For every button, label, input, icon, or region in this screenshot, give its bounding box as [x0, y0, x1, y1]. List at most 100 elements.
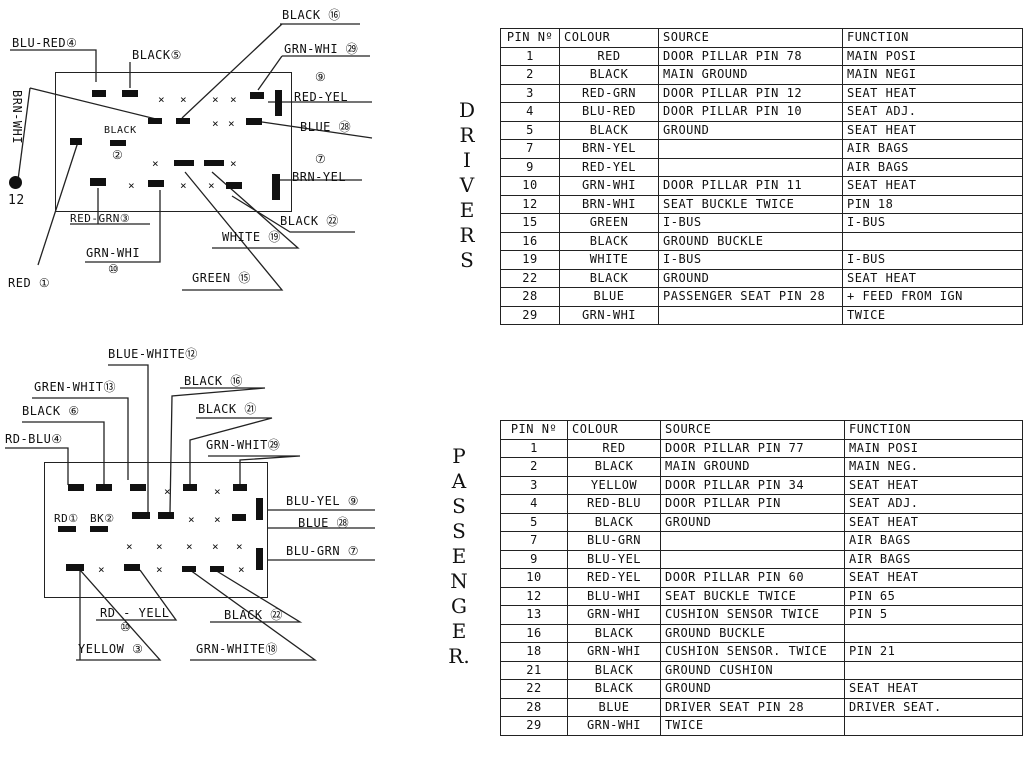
side-letter: E	[451, 619, 467, 643]
cell-colour: GRN-WHI	[567, 605, 661, 625]
cell-pin-no: 1	[500, 46, 560, 66]
drivers-connector-housing	[55, 72, 292, 212]
passenger-label-grn-whit-29: GRN-WHIT㉙	[206, 438, 281, 452]
passenger-pin	[132, 512, 150, 519]
passenger-pin	[210, 566, 224, 572]
side-letter: D	[458, 98, 476, 122]
cell-pin-no: 7	[500, 531, 568, 551]
drivers-label-num-9: ⑨	[315, 70, 327, 84]
cell-function: SEAT HEAT	[842, 268, 1023, 288]
cell-pin-no: 2	[500, 65, 560, 85]
passenger-pin	[130, 484, 146, 491]
cell-pin-no: 22	[500, 268, 560, 288]
cell-source: DOOR PILLAR PIN 77	[660, 438, 845, 458]
side-letter: E	[451, 544, 467, 568]
cell-colour: BLACK	[567, 457, 661, 477]
empty-cavity-mark: ×	[180, 179, 187, 192]
cell-pin-no: 3	[500, 475, 568, 495]
empty-cavity-mark: ×	[158, 93, 165, 106]
cell-colour: BLU-YEL	[567, 549, 661, 569]
cell-pin-no: 12	[500, 586, 568, 606]
passenger-pin	[58, 526, 76, 532]
empty-cavity-mark: ×	[156, 563, 163, 576]
passenger-label-blue-28: BLUE ㉘	[298, 516, 350, 530]
cell-colour: BLU-GRN	[567, 531, 661, 551]
cell-source: DRIVER SEAT PIN 28	[660, 697, 845, 717]
empty-cavity-mark: ×	[230, 157, 237, 170]
cell-function: SEAT HEAT	[842, 176, 1023, 196]
cell-pin-no: 9	[500, 157, 560, 177]
cell-pin-no: 16	[500, 231, 560, 251]
cell-source: SEAT BUCKLE TWICE	[660, 586, 845, 606]
passenger-pin	[158, 512, 174, 519]
cell-colour: BLACK	[559, 65, 659, 85]
passenger-pin	[182, 566, 196, 572]
cell-function: PIN 21	[844, 642, 1023, 662]
cell-pin-no: 21	[500, 660, 568, 680]
empty-cavity-mark: ×	[186, 540, 193, 553]
passenger-label-black-21: BLACK ㉑	[198, 402, 257, 416]
side-letter: S	[452, 494, 466, 518]
cell-source: CUSHION SENSOR TWICE	[660, 605, 845, 625]
cell-source: CUSHION SENSOR. TWICE	[660, 642, 845, 662]
cell-source: DOOR PILLAR PIN 78	[658, 46, 843, 66]
drivers-label-red-1: RED ①	[8, 276, 51, 290]
cell-colour: BLACK	[559, 120, 659, 140]
empty-cavity-mark: ×	[212, 93, 219, 106]
cell-function: MAIN NEGI	[842, 65, 1023, 85]
cell-pin-no: 7	[500, 139, 560, 159]
drivers-label-num-10: ⑩	[108, 262, 120, 276]
drivers-label-black-2: BLACK	[104, 125, 137, 136]
passenger-pin	[96, 484, 112, 491]
cell-function: SEAT HEAT	[842, 83, 1023, 103]
header-colour: COLOUR	[567, 420, 661, 440]
cell-function: SEAT HEAT	[844, 568, 1023, 588]
passenger-table-header-row: PIN Nº COLOUR SOURCE FUNCTION	[500, 420, 1023, 440]
drivers-label-num-12: 12	[8, 193, 25, 208]
cell-function: I-BUS	[842, 250, 1023, 270]
drivers-pin	[176, 118, 190, 124]
cell-colour: GRN-WHI	[567, 642, 661, 662]
drivers-pin	[275, 90, 282, 116]
passenger-pin	[124, 564, 140, 571]
empty-cavity-mark: ×	[208, 179, 215, 192]
cell-source: GROUND	[660, 512, 845, 532]
cell-function: PIN 18	[842, 194, 1023, 214]
drivers-label-black-16: BLACK ⑯	[282, 8, 341, 22]
cell-pin-no: 5	[500, 120, 560, 140]
cell-colour: RED	[567, 438, 661, 458]
cell-source: DOOR PILLAR PIN	[660, 494, 845, 514]
cell-function: AIR BAGS	[842, 157, 1023, 177]
cell-colour: BLACK	[567, 660, 661, 680]
cell-source: DOOR PILLAR PIN 34	[660, 475, 845, 495]
cell-colour: RED	[559, 46, 659, 66]
passenger-label-black-22: BLACK ㉒	[224, 608, 283, 622]
side-letter: A	[451, 469, 467, 493]
header-colour: COLOUR	[559, 28, 659, 48]
empty-cavity-mark: ×	[214, 513, 221, 526]
cell-function: PIN 65	[844, 586, 1023, 606]
cell-colour: BLACK	[567, 679, 661, 699]
empty-cavity-mark: ×	[214, 485, 221, 498]
passenger-connector-housing	[44, 462, 268, 598]
passenger-label-rd-1: RD①	[54, 512, 79, 525]
cell-function: SEAT HEAT	[844, 512, 1023, 532]
cell-pin-no: 1	[500, 438, 568, 458]
drivers-pin	[110, 140, 126, 146]
passenger-label-gren-whit-13: GREN-WHIT⑬	[34, 380, 117, 394]
